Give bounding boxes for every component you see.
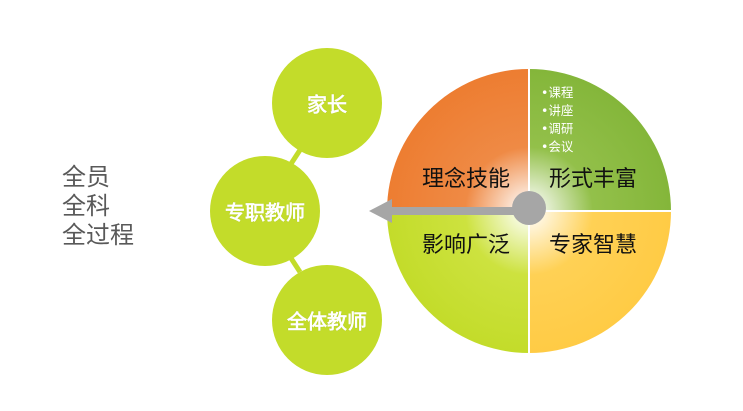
quadrant-label-concept-skills: 理念技能	[421, 167, 511, 192]
arrow-shaft	[385, 207, 530, 215]
hub-circle	[512, 191, 546, 225]
node-label-fulltime-teachers: 专职教师	[225, 200, 305, 225]
quadrant-rich-forms	[529, 69, 671, 211]
side-text-line: 全科	[62, 192, 110, 220]
node-parents	[272, 48, 382, 158]
quadrant-label-expert-wisdom: 专家智慧	[548, 233, 638, 258]
quadrant-concept-skills	[387, 69, 529, 211]
quadrant-wide-influence	[387, 211, 529, 353]
forms-bullet-list: •课程 •讲座 •调研 •会议	[541, 84, 573, 156]
bullet-item: •讲座	[541, 103, 574, 118]
quadrant-expert-wisdom	[529, 211, 671, 353]
bullet-item: •会议	[541, 139, 574, 154]
quadrant-label-wide-influence: 影响广泛	[421, 233, 511, 258]
node-all-teachers	[272, 265, 382, 375]
side-text-line: 全员	[62, 163, 110, 191]
node-label-all-teachers: 全体教师	[287, 309, 367, 334]
node-fulltime-teachers	[210, 156, 320, 266]
bullet-item: •课程	[541, 85, 574, 100]
arrow-head-icon	[369, 199, 392, 223]
quadrant-label-rich-forms: 形式丰富	[548, 167, 638, 192]
side-text: 全员 全科 全过程	[62, 163, 134, 250]
node-label-parents: 家长	[307, 92, 347, 117]
side-text-line: 全过程	[62, 221, 134, 249]
bullet-item: •调研	[541, 121, 574, 136]
